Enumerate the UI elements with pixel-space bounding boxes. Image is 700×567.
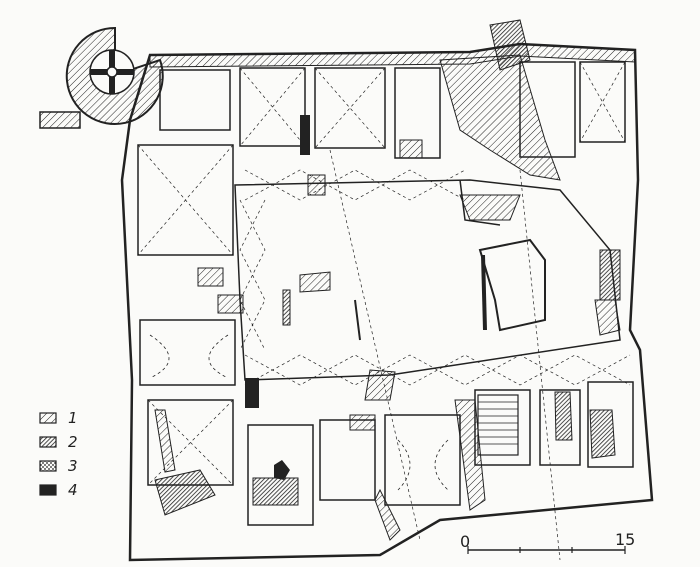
legend-item-4: 4 — [39, 481, 78, 499]
legend-item-1: 1 — [39, 409, 78, 427]
legend-label-3: 3 — [68, 457, 78, 475]
courtyard-remains — [282, 174, 621, 341]
legend-swatch-1 — [39, 412, 57, 424]
north-rooms — [159, 19, 626, 181]
legend-item-2: 2 — [39, 433, 78, 451]
legend-label-4: 4 — [68, 481, 78, 499]
legend-label-2: 2 — [68, 433, 78, 451]
legend-swatch-3 — [39, 460, 57, 472]
scale-start-label: 0 — [460, 532, 470, 551]
west-rooms — [137, 144, 244, 386]
arcade-vaults — [239, 149, 631, 561]
legend-item-3: 3 — [39, 457, 78, 475]
corner-tower — [39, 26, 164, 129]
staircase — [477, 394, 519, 456]
south-rooms — [147, 369, 634, 541]
legend-swatch-4 — [39, 484, 57, 496]
legend-swatch-2 — [39, 436, 57, 448]
scale-bar: 0 15 — [460, 530, 635, 554]
legend-label-1: 1 — [68, 409, 78, 427]
scale-end-label: 15 — [615, 530, 635, 549]
legend: 1 2 3 4 — [39, 409, 78, 499]
